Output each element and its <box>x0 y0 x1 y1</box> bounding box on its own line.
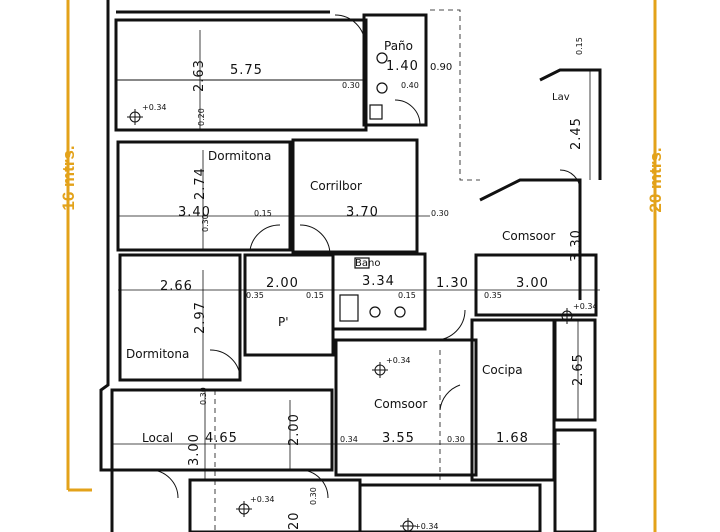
right-side-label: 20 mtrs. <box>646 147 665 212</box>
svg-text:2.97: 2.97 <box>193 301 208 334</box>
svg-text:0.30: 0.30 <box>201 214 210 232</box>
room-label-comedor2: Comsoor <box>374 397 427 411</box>
svg-text:0.30: 0.30 <box>447 435 465 444</box>
svg-text:2.45: 2.45 <box>569 117 584 150</box>
level-markers <box>127 109 575 532</box>
room-label-pasillo: P' <box>278 315 289 329</box>
svg-text:0.15: 0.15 <box>306 291 324 300</box>
svg-text:0.30: 0.30 <box>342 81 360 90</box>
svg-text:3.00: 3.00 <box>187 433 202 466</box>
svg-text:1.68: 1.68 <box>496 431 529 446</box>
room-label-dorm2: Dormitona <box>126 347 189 361</box>
dimension-labels: 5.75 2.63 1.40 0.90 0.30 0.40 0.15 2.45 … <box>142 37 598 531</box>
room-label-corridor: Corrilbor <box>310 179 362 193</box>
dimension-lines <box>112 30 600 480</box>
svg-text:2.00: 2.00 <box>266 276 299 291</box>
svg-text:0.35: 0.35 <box>484 291 502 300</box>
svg-text:3.30: 3.30 <box>569 229 584 262</box>
svg-text:0.30: 0.30 <box>199 387 208 405</box>
toilet-icon <box>369 306 381 318</box>
room-label-cocina: Cocipa <box>482 363 523 377</box>
svg-text:0.15: 0.15 <box>254 209 272 218</box>
sink-icon <box>354 257 370 269</box>
walls <box>99 0 602 532</box>
svg-text:+0.34: +0.34 <box>250 495 275 504</box>
fixtures <box>339 52 406 322</box>
svg-text:2.00: 2.00 <box>287 413 302 446</box>
svg-text:1.40: 1.40 <box>386 59 419 74</box>
svg-text:2.65: 2.65 <box>571 353 586 386</box>
svg-text:5.75: 5.75 <box>230 63 263 78</box>
svg-text:0.15: 0.15 <box>575 37 584 55</box>
svg-text:0.35: 0.35 <box>246 291 264 300</box>
room-label-bano2: Bano <box>355 258 380 269</box>
svg-text:0.34: 0.34 <box>340 435 358 444</box>
left-dimension-marker <box>66 0 92 492</box>
sink-icon <box>369 104 383 120</box>
svg-text:2.66: 2.66 <box>160 279 193 294</box>
svg-text:0.30: 0.30 <box>431 209 449 218</box>
svg-text:+0.34: +0.34 <box>142 103 167 112</box>
door-swings <box>149 14 581 499</box>
toilet-icon <box>394 306 406 318</box>
toilet-icon <box>376 82 388 94</box>
svg-text:4.65: 4.65 <box>205 431 238 446</box>
svg-text:0.20: 0.20 <box>197 108 206 126</box>
room-label-comedor1: Comsoor <box>502 229 555 243</box>
room-label-dorm1: Dormitona <box>208 149 271 163</box>
svg-text:0.90: 0.90 <box>430 62 452 73</box>
svg-text:3.34: 3.34 <box>362 274 395 289</box>
left-side-label: 16 mtrs. <box>59 145 78 210</box>
toilet-icon <box>376 52 388 64</box>
svg-text:3.55: 3.55 <box>382 431 415 446</box>
room-label-bano1: Paño <box>384 39 413 53</box>
room-label-local: Local <box>142 431 173 445</box>
svg-text:3.70: 3.70 <box>346 205 379 220</box>
svg-text:20: 20 <box>287 511 302 530</box>
svg-text:3.00: 3.00 <box>516 276 549 291</box>
svg-text:2.74: 2.74 <box>193 167 208 200</box>
svg-text:+0.34: +0.34 <box>386 356 411 365</box>
svg-text:+0.34: +0.34 <box>414 522 439 531</box>
svg-text:2.63: 2.63 <box>192 59 207 92</box>
svg-text:1.30: 1.30 <box>436 276 469 291</box>
svg-text:0.30: 0.30 <box>309 487 318 505</box>
svg-text:0.40: 0.40 <box>401 81 419 90</box>
svg-text:3.40: 3.40 <box>178 205 211 220</box>
svg-text:0.15: 0.15 <box>398 291 416 300</box>
room-label-lav: Lav <box>552 92 570 103</box>
dashed-lines <box>214 9 480 532</box>
svg-text:+0.34: +0.34 <box>573 302 598 311</box>
shower-icon <box>339 294 359 322</box>
